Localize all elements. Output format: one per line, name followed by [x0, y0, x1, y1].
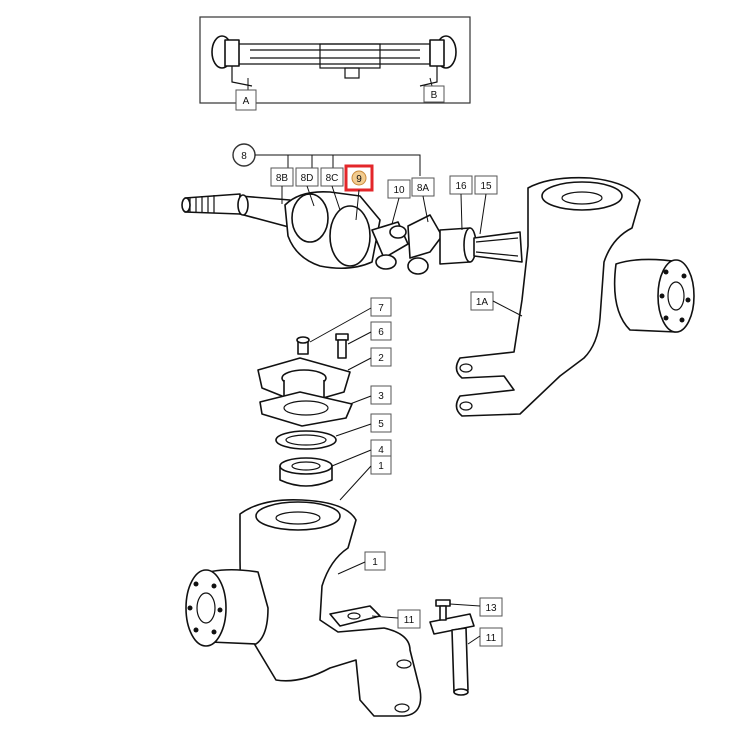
label-1-stack: 1: [378, 461, 384, 472]
overview-label-a: A: [243, 96, 250, 107]
label-6: 6: [378, 327, 384, 338]
label-1a: 1A: [476, 297, 489, 308]
steering-knuckle-upper: [455, 176, 695, 417]
label-1-lower: 1: [372, 557, 378, 568]
label-15: 15: [480, 181, 492, 192]
label-8d: 8D: [301, 173, 314, 184]
label-16: 16: [455, 181, 467, 192]
label-7: 7: [378, 303, 384, 314]
label-10: 10: [393, 185, 405, 196]
label-11-right: 11: [486, 633, 497, 644]
label-8a: 8A: [417, 183, 430, 194]
label-13: 13: [485, 603, 497, 614]
overview-label-b: B: [431, 90, 438, 101]
label-8b: 8B: [276, 173, 289, 184]
steering-knuckle-lower: [185, 498, 475, 717]
label-group-8: 8: [241, 151, 247, 162]
callouts: 8 8B 8D 8C 9 10 8A 16 15 1A 7 6 2 3: [232, 143, 523, 647]
label-5: 5: [378, 419, 384, 430]
label-4: 4: [378, 445, 384, 456]
kingpin-parts-stack: [257, 333, 353, 487]
label-2: 2: [378, 353, 384, 364]
label-9: 9: [356, 174, 362, 185]
label-3: 3: [378, 391, 384, 402]
drive-shaft-assembly: [181, 190, 523, 275]
label-11-left: 11: [404, 615, 415, 626]
axle-overview-inset: A B: [199, 16, 471, 111]
label-8c: 8C: [326, 173, 339, 184]
